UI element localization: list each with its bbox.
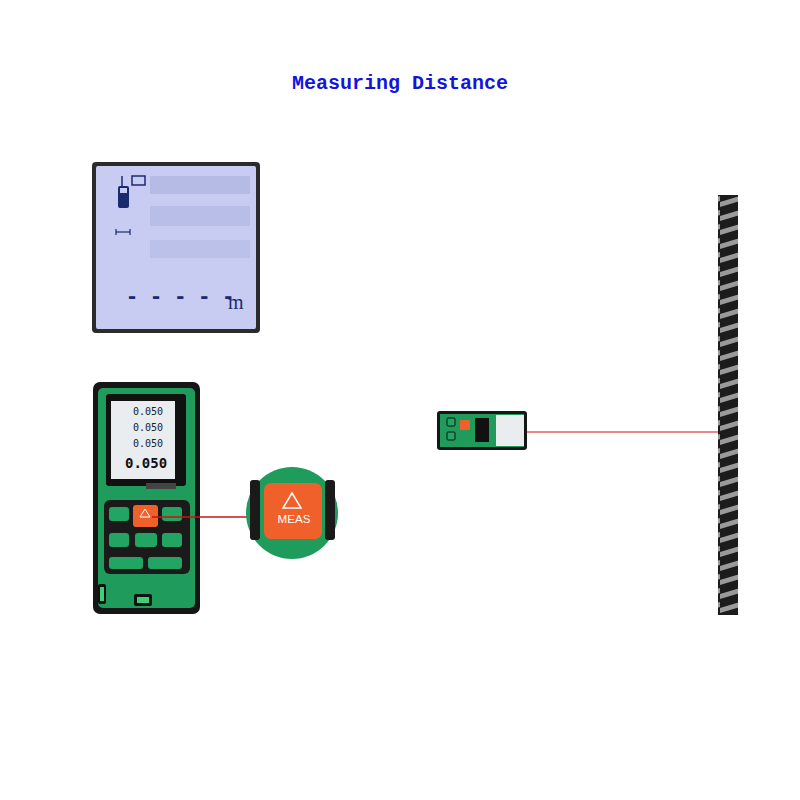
device-screen: 0.050 0.050 0.050 0.050 bbox=[111, 401, 175, 479]
laser-beam bbox=[527, 431, 718, 432]
meas-button: MEAS bbox=[264, 483, 322, 539]
reading-value: 0.050 bbox=[125, 456, 167, 470]
leader-line bbox=[152, 516, 250, 518]
title: Measuring Distance bbox=[0, 72, 800, 95]
reading-value: 0.050 bbox=[133, 439, 163, 449]
laser-meter bbox=[93, 382, 200, 614]
reading-value: 0.050 bbox=[133, 407, 163, 417]
lcd-readout: - - - - -m bbox=[96, 166, 256, 329]
unit-label: m bbox=[228, 292, 244, 312]
wall bbox=[718, 195, 738, 615]
laser-meter-side bbox=[437, 411, 527, 450]
dash-readout: - - - - - bbox=[126, 286, 234, 306]
lcd-panel bbox=[92, 162, 260, 333]
reading-value: 0.050 bbox=[133, 423, 163, 433]
button-zoom bbox=[246, 467, 338, 559]
button-label: MEAS bbox=[265, 514, 323, 526]
